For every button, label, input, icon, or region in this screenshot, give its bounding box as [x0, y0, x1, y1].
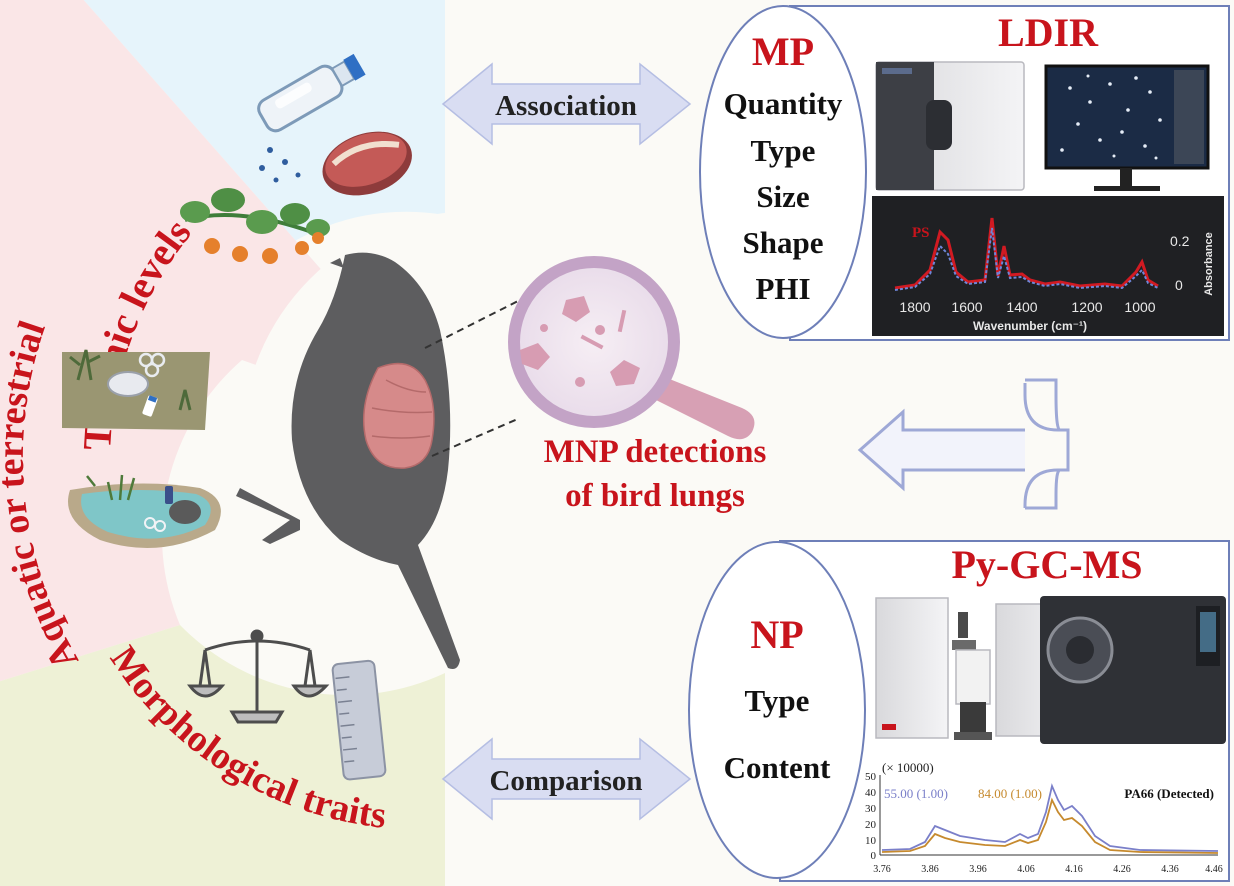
- comparison-arrow: Comparison: [441, 737, 692, 821]
- chromatogram: (× 10000) 50 40 30 20 10 0 3.76 3.86 3.9…: [865, 760, 1223, 875]
- sector-morphology-bg: [0, 625, 445, 886]
- plant-with-fruits-icon: [180, 188, 330, 264]
- ir-spectrum: PS 1800 1600 1400 1200 1000 Wavenumber (…: [872, 196, 1224, 336]
- chrom-trace-55: [881, 783, 1219, 852]
- np-ellipse: [688, 541, 866, 879]
- ir-x-tick-1800: 1800: [899, 299, 930, 315]
- chrom-x-tick-376: 3.76: [873, 864, 891, 875]
- chrom-multiplier: (× 10000): [882, 760, 934, 775]
- ir-x-tick-1400: 1400: [1006, 299, 1037, 315]
- np-heading: NP: [750, 612, 803, 657]
- association-arrow: Association: [441, 62, 692, 146]
- mp-param-type: Type: [751, 133, 816, 168]
- zoom-connector-lines: [424, 299, 521, 457]
- bird-silhouette-icon: [236, 252, 460, 669]
- chrom-x-tick-436: 4.36: [1161, 864, 1179, 875]
- microplastic-particles-icon: [259, 147, 301, 183]
- chrom-x-tick-386: 3.86: [921, 864, 939, 875]
- ir-x-axis-label: Wavenumber (cm⁻¹): [973, 319, 1087, 333]
- merge-arrow-icon: [857, 378, 1070, 510]
- chrom-trace-label-55: 55.00 (1.00): [884, 786, 948, 801]
- chrom-x-tick-406: 4.06: [1017, 864, 1035, 875]
- comparison-label: Comparison: [489, 765, 642, 797]
- aquatic-pond-icon: [68, 474, 221, 548]
- ir-x-tick-1000: 1000: [1124, 299, 1155, 315]
- chrom-y-tick-10: 10: [865, 835, 877, 847]
- gcms-instrument-icon: [995, 596, 1226, 744]
- mp-heading: MP: [752, 29, 814, 74]
- np-panel: NP Type Content Py-GC-MS (× 10000): [688, 540, 1230, 882]
- center-label-line1: MNP detections: [544, 434, 767, 470]
- chrom-y-tick-0: 0: [871, 850, 877, 862]
- mp-param-quantity: Quantity: [724, 86, 843, 121]
- chrom-result-label: PA66 (Detected): [1124, 786, 1214, 801]
- pygcms-title: Py-GC-MS: [951, 542, 1142, 587]
- ir-spectrum-trace-red: [894, 217, 1159, 290]
- association-label: Association: [495, 90, 637, 122]
- balance-scale-icon: [186, 629, 330, 724]
- terrestrial-scene-icon: [62, 349, 210, 430]
- lung-lobe-lines: [371, 379, 433, 439]
- chrom-trace-label-84: 84.00 (1.00): [978, 786, 1042, 801]
- mp-ellipse: [699, 5, 867, 339]
- center-label-line2: of bird lungs: [565, 478, 745, 514]
- np-param-content: Content: [724, 750, 831, 785]
- mp-param-shape: Shape: [743, 225, 824, 260]
- monitor-icon: [1044, 64, 1210, 191]
- plastic-bottle-icon: [257, 53, 366, 133]
- ir-spectrum-trace-blue: [894, 227, 1159, 291]
- mp-param-size: Size: [756, 179, 809, 214]
- pyrolyzer-instrument-icon: [875, 597, 992, 740]
- chrom-trace-84: [881, 797, 1219, 854]
- chrom-y-tick-50: 50: [865, 771, 877, 783]
- ruler-icon: [331, 659, 387, 781]
- ldir-title: LDIR: [998, 10, 1099, 55]
- ir-y-tick-02: 0.2: [1170, 233, 1190, 249]
- ir-x-tick-1600: 1600: [951, 299, 982, 315]
- ir-y-tick-0: 0: [1175, 277, 1183, 293]
- magnifier-icon: [508, 256, 755, 440]
- mp-param-phi: PHI: [755, 271, 810, 306]
- meat-steak-icon: [322, 131, 412, 196]
- chrom-x-tick-416: 4.16: [1065, 864, 1083, 875]
- chrom-y-tick-20: 20: [865, 819, 877, 831]
- ir-y-axis-label: Absorbance: [1203, 232, 1215, 296]
- microplastic-fragments-icon: [520, 296, 640, 387]
- ir-polymer-label: PS: [912, 225, 930, 241]
- ir-x-tick-1200: 1200: [1071, 299, 1102, 315]
- chrom-y-tick-40: 40: [865, 787, 877, 799]
- chrom-x-tick-426: 4.26: [1113, 864, 1131, 875]
- chrom-y-tick-30: 30: [865, 803, 877, 815]
- ldir-instrument-icon: [875, 61, 1025, 191]
- lung-icon: [363, 362, 435, 469]
- mp-panel: MP Quantity Type Size Shape PHI LDIR: [699, 5, 1230, 341]
- np-param-type: Type: [745, 683, 810, 718]
- chrom-x-tick-396: 3.96: [969, 864, 987, 875]
- chrom-x-tick-446: 4.46: [1205, 864, 1223, 875]
